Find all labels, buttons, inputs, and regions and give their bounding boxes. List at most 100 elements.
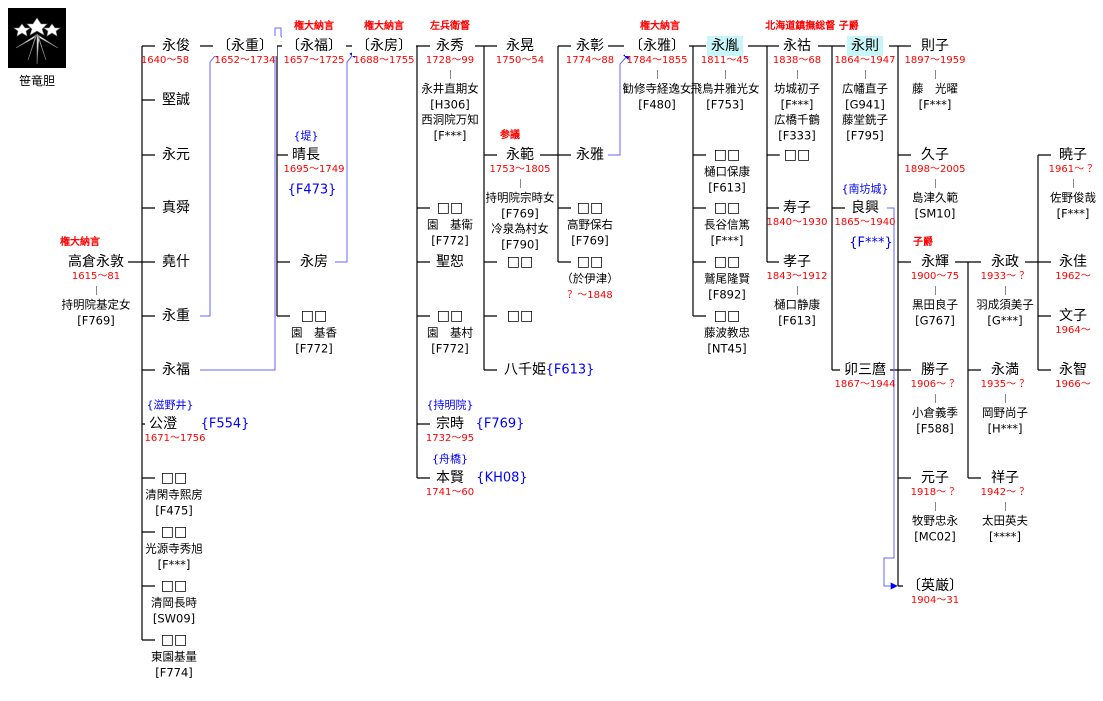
spouse-code: [F***]	[918, 96, 952, 111]
person-name[interactable]: 聖恕	[432, 252, 468, 272]
person-name[interactable]: □□	[572, 198, 608, 218]
spouse-name: 佐野俊哉	[1050, 190, 1096, 205]
family-code-link[interactable]: {F554}	[200, 416, 250, 432]
life-years: 1657〜1725	[283, 55, 345, 66]
person-name[interactable]: 堅誠	[158, 90, 194, 110]
person-name[interactable]: 〔永福〕	[282, 36, 346, 56]
person-name[interactable]: □□	[709, 306, 745, 326]
person-name[interactable]: 〔永房〕	[352, 36, 416, 56]
spouse-connector	[657, 70, 658, 79]
spouse-name: 持明院宗時女	[485, 190, 555, 205]
person-name[interactable]: 永政	[987, 252, 1023, 272]
person-name[interactable]: 堯什	[158, 252, 194, 272]
life-years: 1838〜68	[772, 55, 822, 66]
spouse-code: [F***]	[433, 127, 467, 142]
spouse-connector	[935, 179, 936, 188]
spouse-name: 樋口静康	[774, 297, 820, 312]
person-name[interactable]: 永輝	[917, 252, 953, 272]
person-name[interactable]: □□	[709, 252, 745, 272]
person-name[interactable]: □□	[502, 252, 538, 272]
person-note: 長谷信篤	[704, 217, 750, 232]
person-code: [F774]	[155, 664, 193, 679]
family-code-link[interactable]: {KH08}	[476, 470, 528, 486]
life-years: 1840〜1930	[766, 217, 828, 228]
person-name[interactable]: 永範	[502, 145, 538, 165]
spouse-code: [F753]	[706, 96, 744, 111]
person-name[interactable]: □□	[156, 468, 192, 488]
person-name[interactable]: 永智	[1055, 360, 1091, 380]
spouse-code: [F790]	[501, 236, 539, 251]
person-name[interactable]: 文子	[1055, 306, 1091, 326]
person-name[interactable]: 永則	[847, 36, 883, 56]
spouse-connector	[797, 286, 798, 295]
person-name[interactable]: □□	[779, 145, 815, 165]
spouse-name: 持明院基定女	[61, 297, 131, 312]
person-code: [SW09]	[152, 610, 196, 625]
person-name[interactable]: 卯三麿	[840, 360, 890, 380]
person-name[interactable]: □□	[296, 306, 332, 326]
person-name[interactable]: 八千姫	[500, 360, 550, 380]
person-name[interactable]: □□	[156, 522, 192, 542]
person-name[interactable]: 良興	[847, 198, 883, 218]
life-years: 1918〜 ？	[910, 487, 960, 498]
person-name[interactable]: 永雅	[572, 145, 608, 165]
person-code: [F892]	[708, 286, 746, 301]
person-name[interactable]: 宗時	[432, 414, 468, 434]
spouse-name: 永井直期女	[421, 81, 479, 96]
person-name[interactable]: 永福	[158, 360, 194, 380]
person-code: [F772]	[431, 232, 469, 247]
person-name[interactable]: 永俊	[158, 36, 194, 56]
family-code-link[interactable]: {F473}	[287, 182, 337, 198]
person-code: [F***]	[157, 556, 191, 571]
family-branch-label: {舟橋}	[432, 452, 468, 466]
person-name[interactable]: □□	[709, 198, 745, 218]
family-code-link[interactable]: {F613}	[545, 362, 595, 378]
person-name[interactable]: 永晃	[502, 36, 538, 56]
life-years: 1753〜1805	[489, 164, 551, 175]
person-name[interactable]: 則子	[917, 36, 953, 56]
person-name[interactable]: □□	[432, 198, 468, 218]
person-name[interactable]: 祥子	[987, 468, 1023, 488]
person-name[interactable]: 孝子	[779, 252, 815, 272]
person-name[interactable]: 公澄	[145, 414, 181, 434]
person-name[interactable]: 永秀	[432, 36, 468, 56]
spouse-code: [F769]	[77, 312, 115, 327]
person-name[interactable]: □□	[156, 630, 192, 650]
person-code: [F475]	[155, 502, 193, 517]
person-name[interactable]: 永胤	[707, 36, 743, 56]
person-name[interactable]: 晴長	[288, 145, 324, 165]
person-note: 藤波教忠	[704, 325, 750, 340]
person-name[interactable]: □□	[502, 306, 538, 326]
person-name[interactable]: □□	[709, 145, 745, 165]
person-name[interactable]: 永重	[158, 306, 194, 326]
person-name[interactable]: 高倉永敦	[64, 252, 128, 272]
person-name[interactable]: 本賢	[432, 468, 468, 488]
person-name[interactable]: 永満	[987, 360, 1023, 380]
spouse-connector	[1073, 179, 1074, 188]
person-name[interactable]: 〔英厳〕	[903, 576, 967, 596]
person-code: [F772]	[431, 340, 469, 355]
person-name[interactable]: 〔永重〕	[213, 36, 277, 56]
person-name[interactable]: 〔永雅〕	[625, 36, 689, 56]
family-code-link[interactable]: {F769}	[475, 416, 525, 432]
person-name[interactable]: 久子	[917, 145, 953, 165]
person-name[interactable]: 暁子	[1055, 145, 1091, 165]
person-name[interactable]: 永房	[296, 252, 332, 272]
spouse-code: [F588]	[916, 420, 954, 435]
person-name[interactable]: 勝子	[917, 360, 953, 380]
person-name[interactable]: 永元	[158, 145, 194, 165]
person-name[interactable]: 寿子	[779, 198, 815, 218]
person-name[interactable]: 永祜	[779, 36, 815, 56]
person-name[interactable]: 永彰	[572, 36, 608, 56]
family-code-link[interactable]: {F***}	[849, 235, 893, 251]
person-name[interactable]: 永佳	[1055, 252, 1091, 272]
person-name[interactable]: 元子	[917, 468, 953, 488]
person-name[interactable]: 真舜	[158, 198, 194, 218]
spouse-connector	[725, 70, 726, 79]
spouse-code: [F480]	[638, 96, 676, 111]
person-name[interactable]: □□	[156, 576, 192, 596]
life-years: 1732〜95	[425, 433, 475, 444]
person-name[interactable]: □□	[432, 306, 468, 326]
person-name[interactable]: □□	[572, 252, 608, 272]
life-years: 1843〜1912	[766, 271, 828, 282]
